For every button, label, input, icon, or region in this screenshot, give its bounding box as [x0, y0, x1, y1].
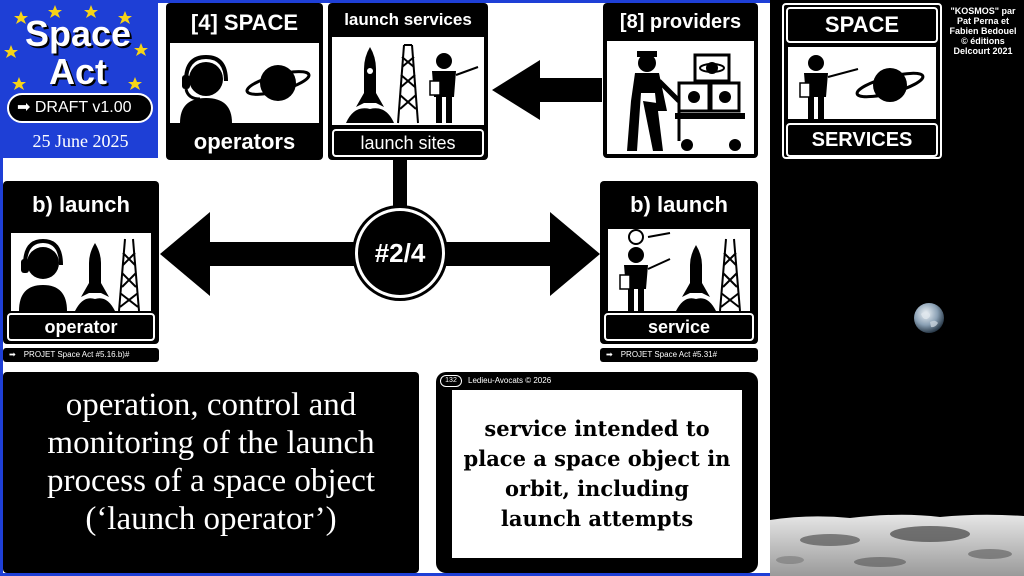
definition-operator-text: operation, control and monitoring of the…: [46, 387, 376, 537]
arrow-right-icon: ➡: [17, 99, 31, 116]
space-operators-footer: operators: [170, 127, 319, 157]
earth-icon: [914, 303, 944, 333]
saturn-icon: [245, 65, 311, 101]
launch-tower-icon: [118, 238, 140, 311]
arrow-right-icon: ➡: [9, 350, 16, 359]
step-badge-label: #2/4: [374, 238, 426, 268]
worker-cart-icon: [627, 51, 745, 151]
definition-service-panel: 132 Ledieu-Avocats © 2026 service intend…: [436, 372, 758, 573]
providers-image: [607, 41, 754, 154]
space-services-image: [788, 47, 936, 119]
launch-tower-icon: [397, 44, 419, 124]
badge-title-line1: Space: [24, 13, 132, 54]
eu-stars-icon: [4, 5, 148, 90]
page-number: 132: [440, 375, 462, 387]
launch-services-panel: launch services: [328, 3, 488, 160]
launch-tower-icon: [719, 238, 741, 311]
credit-line: Pat Perna et: [956, 16, 1010, 26]
moon-surface: [770, 514, 1024, 576]
credit-line: "KOSMOS" par: [950, 6, 1016, 16]
arrow-left-icon: [492, 60, 602, 120]
presenter-icon: [429, 53, 479, 123]
badge-title-line2: Act: [48, 51, 107, 92]
presenter-icon: [619, 229, 671, 311]
draft-label: DRAFT v1.00: [34, 99, 132, 116]
definition-service-text: service intended to place a space object…: [463, 416, 731, 531]
space-services-panel: SPACE SERVICES: [782, 3, 942, 159]
reference-link-operator[interactable]: ➡ PROJET Space Act #5.16.b)#: [3, 348, 159, 362]
step-badge: [355, 208, 445, 298]
definition-service-box: service intended to place a space object…: [452, 390, 742, 558]
reference-link-service[interactable]: ➡ PROJET Space Act #5.31#: [600, 348, 758, 362]
space-operators-header: [4] SPACE: [170, 6, 319, 40]
launch-service-footer: service: [604, 313, 754, 341]
definition-operator-panel: operation, control and monitoring of the…: [3, 372, 419, 573]
credit-line: Delcourt 2021: [953, 46, 1013, 56]
launch-services-image: [332, 37, 484, 125]
headset-person-icon: [19, 238, 67, 311]
providers-panel: [8] providers: [603, 3, 758, 158]
credit-line: Fabien Bedouel: [949, 26, 1017, 36]
space-operators-image: [170, 43, 319, 123]
launch-service-image: [608, 229, 750, 311]
rocket-icon: [346, 47, 394, 123]
copyright-label: Ledieu-Avocats © 2026: [468, 376, 552, 385]
credit-line: © éditions: [961, 36, 1005, 46]
launch-operator-panel: b) launch operator: [3, 181, 159, 344]
vertical-connector: [393, 160, 407, 220]
rocket-icon: [676, 245, 716, 311]
space-services-footer: SERVICES: [786, 123, 938, 157]
headset-person-icon: [180, 54, 232, 123]
reference-label: PROJET Space Act #5.31#: [620, 350, 718, 359]
credit-text: "KOSMOS" par Pat Perna et Fabien Bedouel…: [944, 6, 1022, 56]
launch-service-panel: b) launch serv: [600, 181, 758, 344]
launch-sites-footer: launch sites: [332, 129, 484, 157]
launch-services-header: launch services: [332, 6, 484, 34]
reference-label: PROJET Space Act #5.16.b)#: [23, 350, 130, 359]
launch-service-header: b) launch: [604, 184, 754, 226]
space-act-badge: Space Act ➡ DRAFT v1.00 25 June 2025: [3, 3, 158, 158]
launch-operator-footer: operator: [7, 313, 155, 341]
launch-operator-header: b) launch: [7, 184, 155, 226]
launch-operator-image: [11, 233, 151, 311]
saturn-icon: [855, 68, 925, 102]
space-operators-panel: [4] SPACE operators: [166, 3, 323, 160]
badge-date: 25 June 2025: [32, 131, 129, 151]
draft-pill: ➡ DRAFT v1.00: [7, 93, 153, 123]
presenter-icon: [799, 55, 859, 119]
providers-header: [8] providers: [607, 6, 754, 38]
arrow-right-icon: ➡: [606, 350, 613, 359]
space-services-header: SPACE: [786, 7, 938, 43]
rocket-icon: [75, 243, 115, 311]
